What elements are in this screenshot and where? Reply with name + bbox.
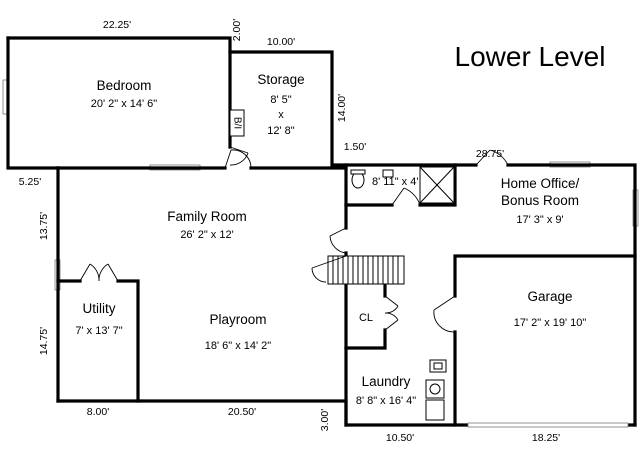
dimension-labels: 22.25' 2.00' 10.00' 14.00' 1.50' 28.75' … [19, 19, 560, 444]
door-office [475, 149, 509, 166]
wall-garage [453, 254, 637, 427]
stairs [327, 255, 405, 285]
dim-left-family: 13.75' [38, 212, 50, 240]
playroom-size: 18' 6" x 14' 2" [205, 340, 272, 352]
door-bath [391, 187, 421, 206]
laundry-appliances [425, 359, 447, 421]
room-labels: Bedroom 20' 2" x 14' 6" Storage 8' 5" x … [75, 72, 586, 407]
builtin-cabinet [229, 109, 245, 137]
level-title: Lower Level [455, 41, 606, 72]
closet-label: CL [359, 312, 373, 324]
door-hall-family [329, 227, 347, 254]
dim-storage-jog: 1.50' [344, 141, 366, 153]
storage-size-a: 8' 5" [270, 94, 291, 106]
door-storage [229, 146, 249, 166]
dim-office-top: 28.75' [476, 148, 504, 160]
bath-size: 8' 11" x 4' [372, 176, 418, 188]
dim-top-step: 2.00' [231, 19, 243, 41]
dryer [425, 399, 445, 421]
builtin-label: B/I [231, 117, 242, 129]
garage-size: 17' 2" x 19' 10" [514, 317, 587, 329]
washer [425, 379, 445, 399]
dim-bottom-utility: 8.00' [87, 406, 109, 418]
storage-name: Storage [257, 72, 304, 87]
storage-size-b: 12' 8" [267, 125, 295, 137]
wall-closet-south [344, 328, 387, 350]
dim-top-storage: 10.00' [267, 36, 295, 48]
family-room-size: 26' 2" x 12' [180, 229, 233, 241]
laundry-size: 8' 8" x 16' 4" [356, 395, 416, 407]
bath-fixtures [350, 166, 455, 204]
dim-left-jog: 5.25' [19, 176, 41, 188]
office-size: 17' 3" x 9' [516, 214, 563, 226]
bedroom-size: 20' 2" x 14' 6" [91, 98, 158, 110]
dim-left-utility: 14.75' [38, 327, 50, 355]
wall-bath-south [344, 163, 457, 207]
sink [382, 169, 394, 178]
playroom-name: Playroom [209, 312, 266, 327]
dim-top-bedroom: 22.25' [103, 19, 131, 31]
dim-bottom-playroom: 20.50' [228, 406, 256, 418]
wall-bedroom-west [6, 36, 60, 170]
utility-size: 7' x 13' 7" [75, 325, 122, 337]
toilet-tank [350, 169, 366, 175]
utility-name: Utility [83, 301, 116, 316]
bedroom-name: Bedroom [97, 78, 152, 93]
storage-size-x: x [278, 109, 284, 121]
door-utility-double [79, 263, 119, 282]
door-closet [384, 295, 399, 331]
door-bedroom [224, 149, 252, 169]
dim-right-storage: 14.00' [336, 94, 348, 122]
office-name-line1: Home Office/ [501, 176, 580, 191]
dim-bottom-garage: 18.25' [532, 432, 560, 444]
garage-name: Garage [527, 289, 572, 304]
dim-bottom-step: 3.00' [319, 409, 331, 431]
laundry-name: Laundry [362, 374, 411, 389]
garage-door [467, 422, 629, 428]
doors [79, 146, 509, 333]
walls [6, 36, 637, 427]
dim-bottom-laundry: 10.50' [386, 432, 414, 444]
family-room-name: Family Room [167, 209, 247, 224]
door-stair [311, 255, 347, 283]
door-garage [433, 295, 456, 333]
office-name-line2: Bonus Room [501, 193, 579, 208]
wall-north-upper [6, 36, 348, 167]
wall-utility [56, 279, 140, 403]
